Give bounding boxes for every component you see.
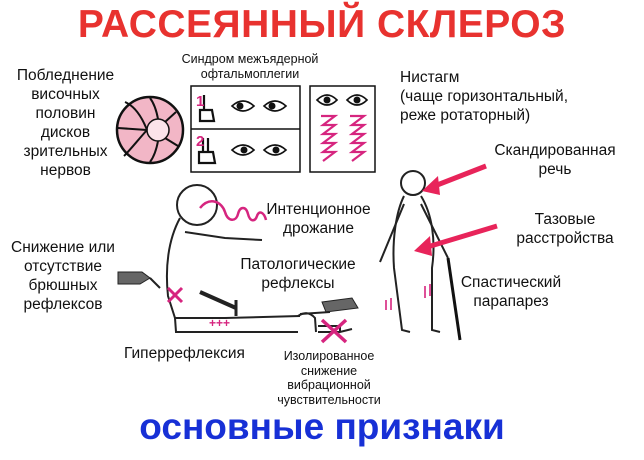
label-line: Побледнение	[16, 67, 115, 84]
label-line: Интенционное	[266, 201, 371, 218]
label-line: нервов	[40, 162, 91, 179]
hand-finger-two-icon	[197, 138, 217, 165]
label-hyperreflexia: Гиперрефлексия	[124, 345, 245, 362]
optic-disc-icon	[115, 95, 185, 165]
ino-row-1-number: 1	[196, 93, 205, 110]
arrow-icon	[414, 223, 498, 256]
nystagmus-panel	[309, 85, 376, 173]
label-line: Снижение или	[11, 239, 115, 256]
label-line: чувствительности	[277, 392, 381, 407]
label-line: рефлексы	[261, 275, 335, 292]
label-line: рефлексов	[23, 296, 103, 313]
label-line: височных	[31, 86, 100, 103]
zigzag-nystagmus-icon	[319, 114, 368, 162]
label-pathological-reflexes: Патологические рефлексы	[229, 255, 367, 293]
hyperreflexia-plus-marks: +++	[209, 316, 231, 330]
label-line: зрительных	[23, 143, 108, 160]
label-line: Тазовые	[534, 211, 596, 228]
label-line: Патологические	[240, 256, 356, 273]
label-abdominal-reflexes: Снижение или отсутствие брюшных рефлексо…	[2, 238, 124, 314]
label-line: (чаще горизонтальный,	[400, 88, 569, 105]
label-line: Синдром межъядерной	[181, 52, 319, 66]
label-paraparesis: Спастический парапарез	[446, 273, 576, 311]
cross-mark-icon	[166, 286, 184, 304]
hand-finger-one-icon	[198, 95, 216, 123]
label-line: брюшных	[28, 277, 98, 294]
label-line: Нистагм	[400, 69, 460, 86]
label-line: половин	[35, 105, 96, 122]
reflex-hammer-icon	[299, 297, 359, 315]
label-line: офтальмоплегии	[200, 66, 300, 81]
page-title: РАССЕЯННЫЙ СКЛЕРОЗ	[77, 3, 567, 46]
label-scanning-speech: Скандированная речь	[485, 141, 625, 179]
label-line: дисков	[40, 124, 91, 141]
footer-title: основные признаки	[139, 406, 505, 447]
spasticity-marks	[385, 284, 431, 310]
cross-mark-icon	[320, 318, 348, 344]
label-line: Спастический	[460, 274, 562, 291]
label-pelvic: Тазовые расстройства	[500, 210, 630, 248]
label-ino-title: Синдром межъядерной офтальмоплегии	[161, 52, 339, 81]
label-line: вибрационной	[287, 378, 371, 392]
label-line: парапарез	[473, 293, 549, 310]
label-line: снижение	[300, 363, 358, 378]
label-line: Скандированная	[494, 142, 616, 159]
label-intention-tremor: Интенционное дрожание	[256, 200, 381, 238]
ino-row-2-number: 2	[196, 133, 205, 150]
label-line: дрожание	[283, 220, 354, 237]
arrow-icon	[422, 163, 487, 195]
label-line: речь	[538, 161, 572, 178]
seated-patient-icon	[165, 184, 317, 333]
eye-icon	[230, 100, 288, 112]
reflex-hammer-icon	[199, 290, 238, 316]
label-vibration: Изолированное снижение вибрационной чувс…	[266, 349, 392, 407]
label-line: отсутствие	[24, 258, 102, 275]
label-optic-atrophy: Побледнение височных половин дисков зрит…	[8, 66, 123, 180]
eye-icon	[230, 144, 288, 156]
label-line: расстройства	[516, 230, 614, 247]
ino-panel	[190, 85, 301, 173]
standing-person-icon	[379, 170, 462, 341]
intention-tremor-wave	[199, 200, 268, 222]
reflex-hammer-icon	[117, 271, 161, 289]
label-line: реже ротаторный)	[400, 107, 531, 124]
label-nystagmus: Нистагм (чаще горизонтальный, реже ротат…	[400, 68, 640, 125]
label-line: Изолированное	[283, 349, 375, 363]
